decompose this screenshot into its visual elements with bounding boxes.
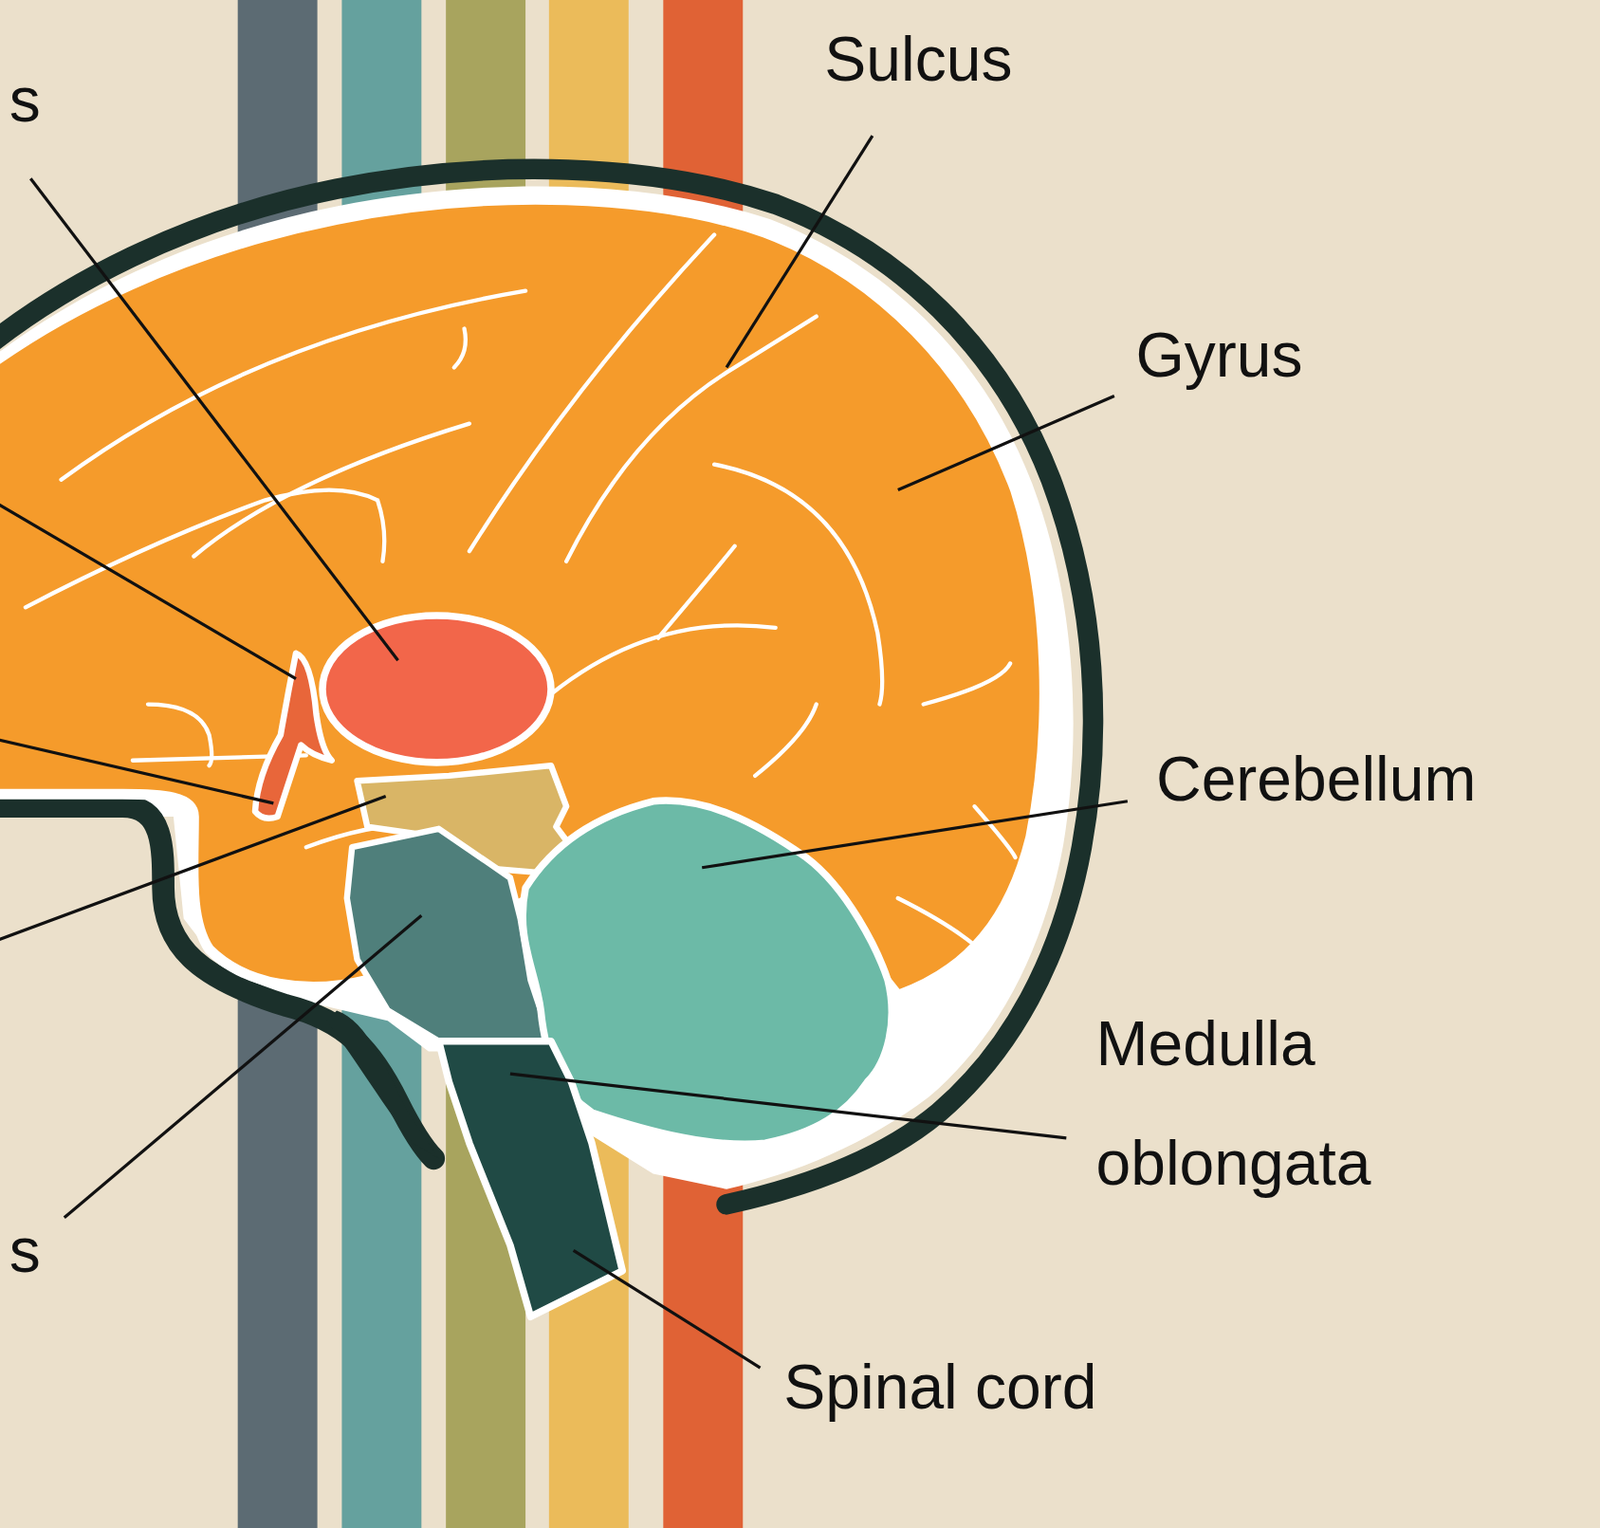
leader-line (898, 396, 1115, 491)
part-label: Gyrus (1135, 318, 1303, 391)
leader-line (64, 915, 423, 1218)
part-label: Spinal cord (783, 1350, 1097, 1423)
sulcus-line (193, 423, 469, 557)
sulcus-line (469, 235, 715, 552)
leader-line (0, 501, 296, 679)
sulcus-line (974, 806, 1015, 858)
cerebrum (0, 199, 1045, 995)
sulcus-line (551, 625, 776, 694)
sulcus-line (754, 704, 817, 776)
leader-line (0, 795, 387, 941)
leader-line (701, 801, 1128, 868)
sulci (25, 235, 1016, 956)
leader-line (510, 1073, 1067, 1139)
sulcus-line (566, 316, 817, 562)
sulcus-line (658, 546, 736, 639)
part-label: Medulla oblongata (1096, 984, 1403, 1223)
leader-lines (0, 135, 1128, 1368)
thalamus (322, 615, 552, 763)
sulcus-line (898, 898, 985, 955)
pons (347, 828, 552, 1042)
leader-line (573, 1250, 761, 1368)
sulcus-line (454, 329, 466, 368)
part-label: Cerebellum (1156, 742, 1476, 815)
part-label: Sulcus (824, 22, 1012, 95)
leader-line (726, 135, 873, 368)
part-label: s (9, 1213, 41, 1287)
leader-line (30, 178, 398, 661)
sulcus-line (61, 291, 527, 480)
part-label: s (9, 63, 41, 136)
leader-line (0, 738, 274, 804)
sulcus-line (923, 662, 1011, 704)
sulcus-line (714, 464, 883, 705)
